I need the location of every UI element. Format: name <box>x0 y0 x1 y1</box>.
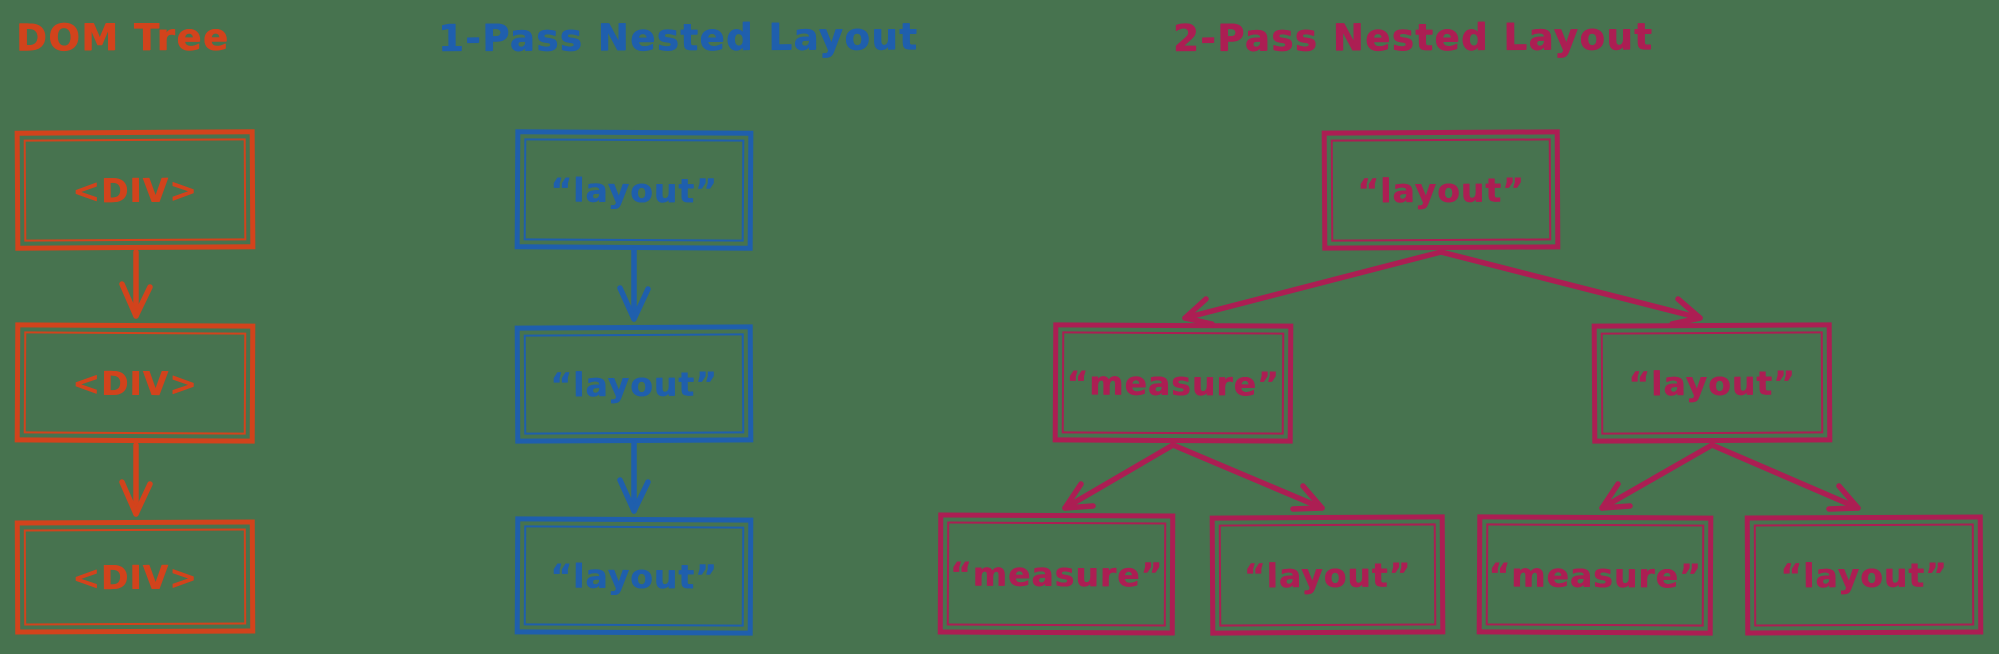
root-to-right-shaft <box>1438 249 1703 321</box>
two-pass-leaf-3-node: “measure” <box>1476 514 1714 636</box>
dom-node-1-label: <DIV> <box>72 170 198 210</box>
root-to-right-head <box>1669 296 1703 327</box>
left-to-leaf1-shaft <box>1062 442 1176 511</box>
one-pass-node-1-label: “layout” <box>550 169 718 211</box>
one-pass-node-2: “layout” <box>514 324 754 444</box>
dom-node-3: <DIV> <box>14 519 256 635</box>
two-pass-title: 2-Pass Nested Layout <box>1172 15 1654 60</box>
dom-tree-title: DOM Tree <box>15 15 230 60</box>
root-to-left-shaft <box>1182 249 1444 321</box>
left-to-leaf1-head <box>1062 481 1096 511</box>
two-pass-leaf-1-label: “measure” <box>949 554 1164 594</box>
right-to-leaf4-shaft <box>1709 442 1861 511</box>
two-pass-leaf-3-label: “measure” <box>1488 554 1702 596</box>
one-pass-node-1: “layout” <box>514 129 754 251</box>
one-pass-node-2-label: “layout” <box>550 364 718 404</box>
down-arrow-head <box>119 479 153 517</box>
down-arrow-head <box>119 281 153 319</box>
two-pass-left-child-node: “measure” <box>1052 322 1294 444</box>
two-pass-leaf-2-node: “layout” <box>1209 514 1446 636</box>
two-pass-leaf-2-label: “layout” <box>1243 555 1412 595</box>
left-to-leaf2-head <box>1290 483 1325 512</box>
dom-node-1: <DIV> <box>14 129 256 251</box>
down-arrow-head <box>617 285 651 322</box>
two-pass-right-child-node: “layout” <box>1591 322 1833 444</box>
dom-node-2: <DIV> <box>14 322 256 444</box>
right-to-leaf3-head <box>1599 481 1633 511</box>
two-pass-leaf-4-node: “layout” <box>1744 514 1984 636</box>
left-to-leaf2-shaft <box>1170 442 1325 511</box>
down-arrow-head <box>617 477 651 514</box>
two-pass-leaf-4-label: “layout” <box>1780 555 1948 595</box>
two-pass-root-label: “layout” <box>1357 170 1525 210</box>
one-pass-node-3: “layout” <box>514 516 754 636</box>
root-to-left-head <box>1182 296 1215 327</box>
dom-node-3-label: <DIV> <box>72 557 198 597</box>
two-pass-leaf-1-node: “measure” <box>937 512 1176 636</box>
one-pass-node-3-label: “layout” <box>550 556 718 596</box>
right-to-leaf4-head <box>1826 483 1861 512</box>
dom-node-2-label: <DIV> <box>72 363 198 403</box>
one-pass-title: 1-Pass Nested Layout <box>437 15 919 60</box>
two-pass-root-node: “layout” <box>1321 129 1561 251</box>
two-pass-right-child-label: “layout” <box>1628 363 1796 403</box>
right-to-leaf3-shaft <box>1599 442 1715 511</box>
two-pass-left-child-label: “measure” <box>1066 362 1280 404</box>
